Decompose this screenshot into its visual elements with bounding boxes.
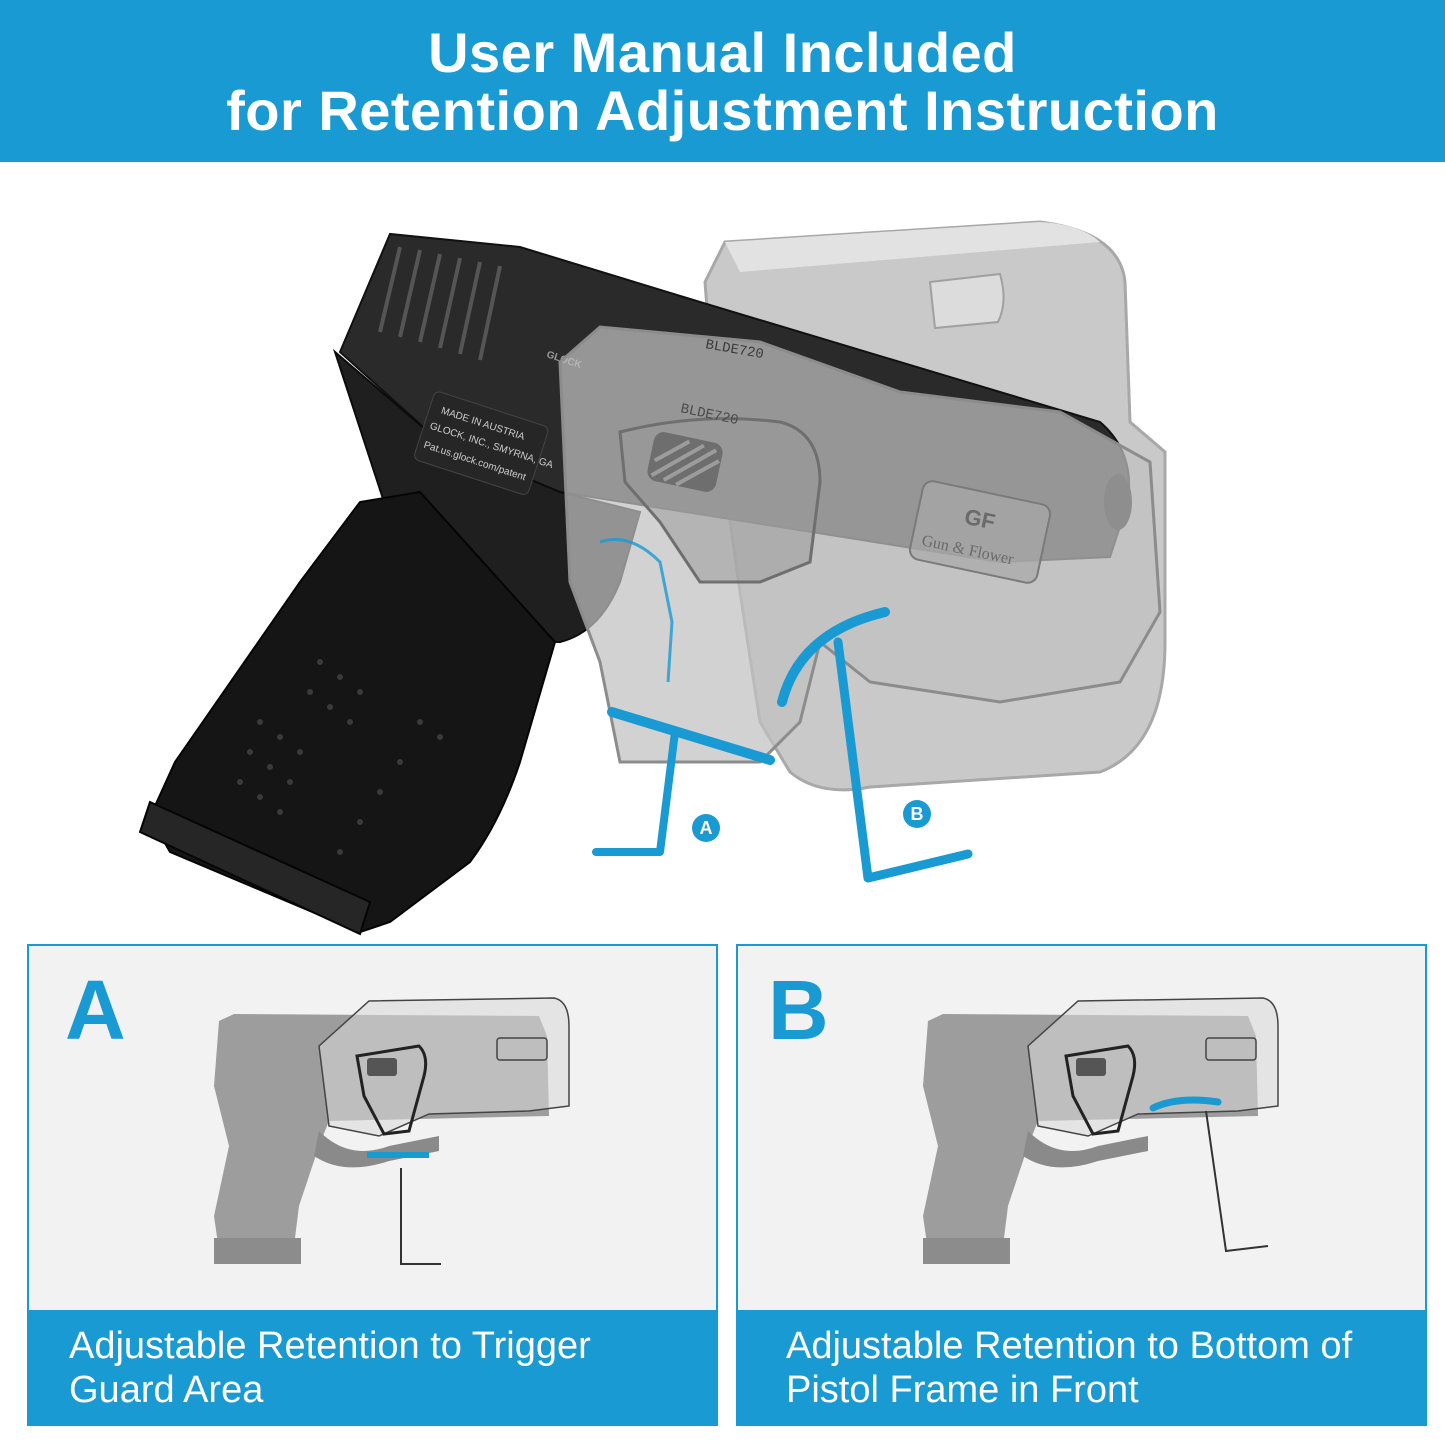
callout-b-label: B xyxy=(911,804,924,824)
header-title-line-2: for Retention Adjustment Instruction xyxy=(226,79,1219,142)
panel-b-caption: Adjustable Retention to Bottom of Pistol… xyxy=(738,1310,1425,1424)
panel-a: A Adjustable Retention to Trigger Guard … xyxy=(27,944,718,1426)
callout-a: A xyxy=(592,538,775,856)
hero-illustration: MADE IN AUSTRIA GLOCK, INC., SMYRNA, GA … xyxy=(0,162,1445,940)
panel-b: B Adjustable Retention to Bottom of Pist… xyxy=(736,944,1427,1426)
panel-b-letter: B xyxy=(768,963,829,1057)
panel-a-diagram xyxy=(214,997,570,1265)
callout-b-badge xyxy=(903,800,931,828)
callout-a-badge xyxy=(692,814,720,842)
callout-b: B xyxy=(777,607,973,883)
header-banner: User Manual Included for Retention Adjus… xyxy=(0,0,1445,162)
header-title-line-1: User Manual Included xyxy=(428,21,1017,84)
pistol-holster-illustration: MADE IN AUSTRIA GLOCK, INC., SMYRNA, GA … xyxy=(138,220,1167,936)
holster-shell: BLDE720 BLDE720 GF Gun & Flower xyxy=(558,325,1162,764)
holster-badge-logo: GF xyxy=(962,504,997,535)
panel-a-letter: A xyxy=(65,963,126,1057)
panel-b-diagram xyxy=(923,997,1279,1264)
callout-a-label: A xyxy=(700,818,713,838)
panel-a-caption: Adjustable Retention to Trigger Guard Ar… xyxy=(29,1310,716,1424)
